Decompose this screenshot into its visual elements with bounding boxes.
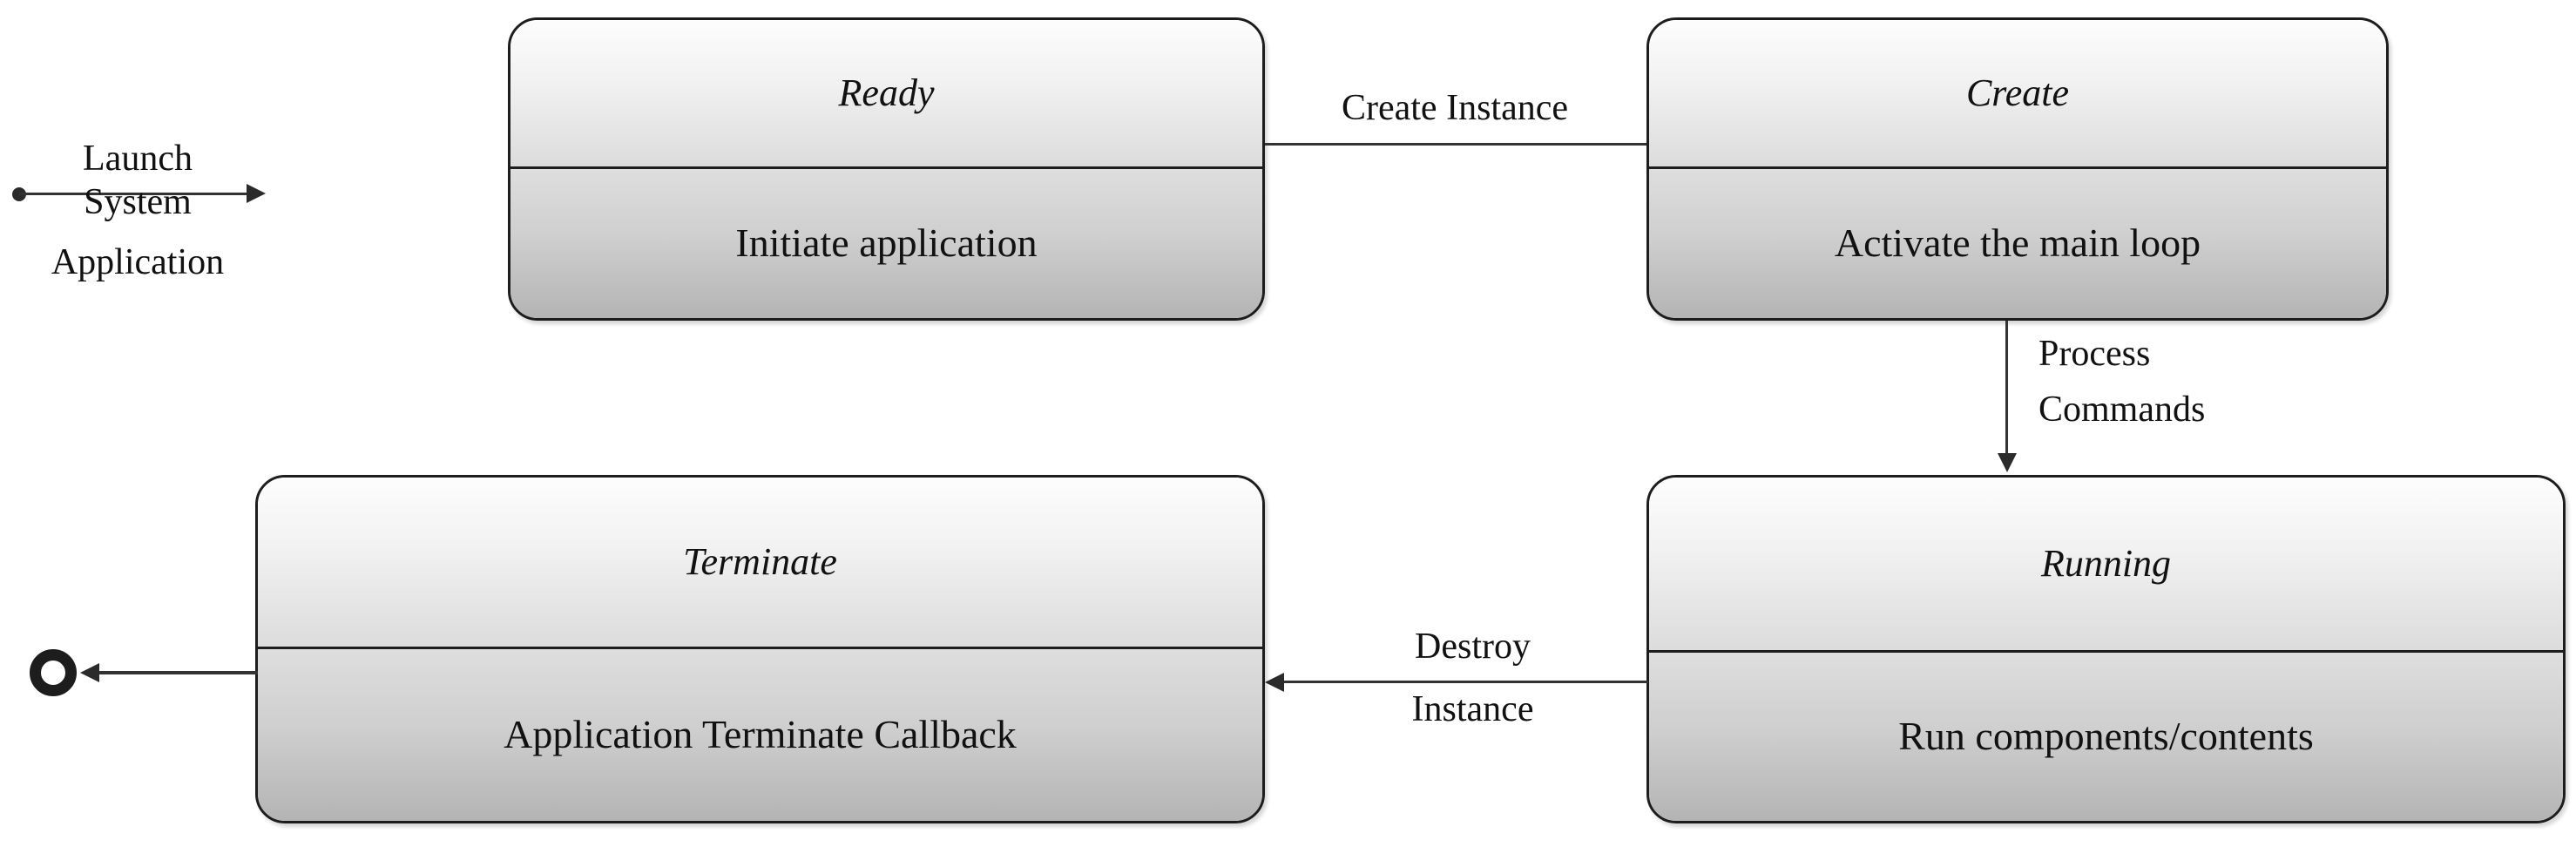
state-running-activity-compartment: Run components/contents bbox=[1649, 652, 2563, 821]
transition-label-process-commands: Process Commands bbox=[2038, 333, 2326, 431]
arrowhead-launch-icon bbox=[247, 184, 266, 203]
transition-label-destroy-instance: Destroy Instance bbox=[1357, 626, 1588, 731]
state-ready-name-compartment: Ready bbox=[510, 20, 1262, 169]
state-ready-activity-compartment: Initiate application bbox=[510, 169, 1262, 318]
state-running-activity: Run components/contents bbox=[1898, 714, 2314, 759]
state-create-activity-compartment: Activate the main loop bbox=[1649, 169, 2386, 318]
state-create[interactable]: Create Activate the main loop bbox=[1646, 17, 2389, 321]
transition-line-destroy-instance bbox=[1281, 681, 1648, 683]
transition-label-launch: Launch System Application bbox=[42, 138, 233, 285]
state-ready-name: Ready bbox=[838, 71, 935, 114]
transition-line-create-instance bbox=[1265, 143, 1648, 146]
state-running[interactable]: Running Run components/contents bbox=[1646, 475, 2566, 823]
transition-label-process-commands-line2: Commands bbox=[2038, 389, 2206, 430]
transition-label-destroy-instance-line1: Destroy bbox=[1415, 627, 1531, 667]
state-create-name-compartment: Create bbox=[1649, 20, 2386, 169]
transition-label-launch-line1: Launch System bbox=[83, 139, 193, 222]
transition-label-process-commands-line1: Process bbox=[2038, 334, 2151, 374]
state-terminate-name-compartment: Terminate bbox=[258, 478, 1262, 649]
final-state-node bbox=[30, 649, 77, 696]
transition-line-launch bbox=[19, 193, 253, 195]
transition-label-create-instance: Create Instance bbox=[1281, 87, 1629, 131]
state-running-name: Running bbox=[2040, 541, 2172, 585]
transition-label-destroy-instance-line2: Instance bbox=[1411, 688, 1534, 729]
arrowhead-process-commands-icon bbox=[1998, 453, 2017, 472]
state-create-activity: Activate the main loop bbox=[1834, 220, 2201, 266]
state-ready[interactable]: Ready Initiate application bbox=[508, 17, 1265, 321]
transition-label-launch-line2: Application bbox=[51, 242, 225, 283]
state-ready-activity: Initiate application bbox=[735, 220, 1038, 266]
state-create-name: Create bbox=[1965, 71, 2070, 114]
state-terminate-name: Terminate bbox=[683, 539, 837, 583]
transition-line-final bbox=[94, 671, 258, 674]
state-terminate-activity-compartment: Application Terminate Callback bbox=[258, 649, 1262, 821]
state-terminate[interactable]: Terminate Application Terminate Callback bbox=[255, 475, 1265, 823]
state-terminate-activity: Application Terminate Callback bbox=[504, 712, 1017, 757]
transition-line-process-commands bbox=[2005, 321, 2008, 457]
arrowhead-destroy-instance-icon bbox=[1265, 673, 1284, 692]
transition-label-create-instance-line1: Create Instance bbox=[1341, 88, 1569, 128]
state-running-name-compartment: Running bbox=[1649, 478, 2563, 653]
arrowhead-final-icon bbox=[80, 663, 99, 682]
